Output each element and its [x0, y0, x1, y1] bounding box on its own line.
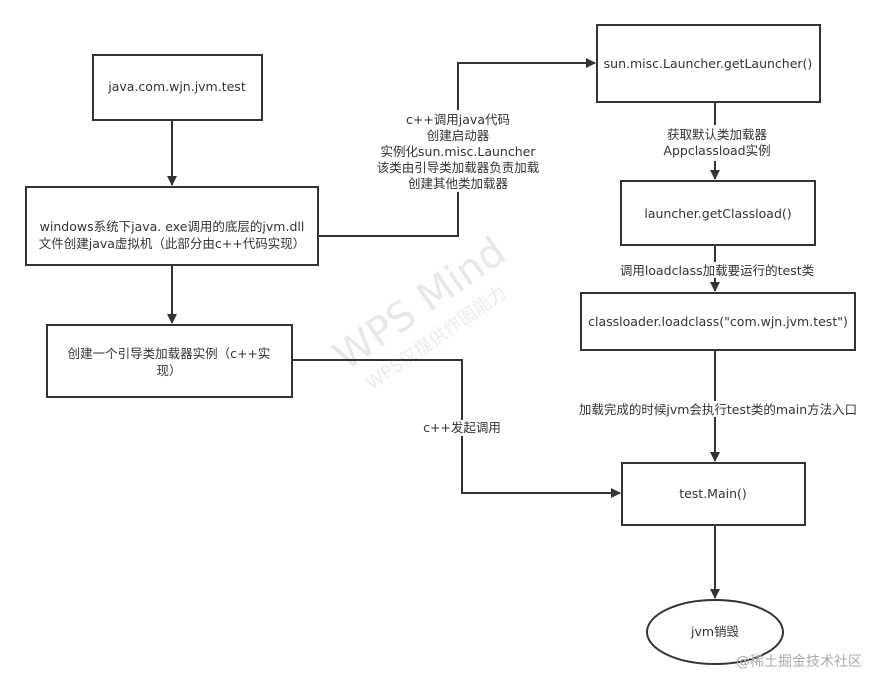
edge-label-cpp-call-java: c++调用java代码 创建启动器 实例化sun.misc.Launcher 该…: [377, 110, 540, 192]
node-get-classload[interactable]: launcher.getClassload(): [620, 180, 816, 246]
svg-text:创建启动器: 创建启动器: [427, 128, 490, 143]
node-destroy[interactable]: jvm销毁: [646, 599, 784, 665]
svg-text:classloader.loadclass("com.wjn: classloader.loadclass("com.wjn.jvm.test"…: [588, 314, 848, 329]
svg-text:实例化sun.misc.Launcher: 实例化sun.misc.Launcher: [381, 144, 537, 159]
svg-text:java.com.wjn.jvm.test: java.com.wjn.jvm.test: [107, 79, 246, 94]
node-bootstrap[interactable]: 创建一个引导类加载器实例（c++实 现）: [46, 324, 293, 398]
svg-text:创建其他类加载器: 创建其他类加载器: [408, 176, 509, 191]
svg-text:创建一个引导类加载器实例（c++实: 创建一个引导类加载器实例（c++实: [68, 346, 271, 361]
node-main[interactable]: test.Main(): [621, 462, 806, 526]
svg-text:Appclassload实例: Appclassload实例: [663, 143, 770, 158]
edge-label-load-done: 加载完成的时候jvm会执行test类的main方法入口: [572, 401, 864, 417]
svg-text:test.Main(): test.Main(): [679, 486, 747, 501]
svg-text:现）: 现）: [156, 363, 181, 378]
node-loadclass[interactable]: classloader.loadclass("com.wjn.jvm.test"…: [580, 292, 856, 351]
svg-text:获取默认类加载器: 获取默认类加载器: [667, 127, 768, 142]
footer-credit: @稀土掘金技术社区: [736, 654, 862, 670]
svg-text:launcher.getClassload(): launcher.getClassload(): [644, 206, 791, 221]
node-jvm-create[interactable]: windows系统下java. exe调用的底层的jvm.dll 文件创建jav…: [25, 186, 319, 266]
svg-text:windows系统下java. exe调用的底层的jvm.d: windows系统下java. exe调用的底层的jvm.dll: [40, 219, 305, 234]
svg-text:文件创建java虚拟机（此部分由c++代码实现）: 文件创建java虚拟机（此部分由c++代码实现）: [39, 236, 306, 251]
svg-text:加载完成的时候jvm会执行test类的main方法入口: 加载完成的时候jvm会执行test类的main方法入口: [579, 402, 857, 417]
node-start[interactable]: java.com.wjn.jvm.test: [92, 54, 263, 121]
svg-text:c++调用java代码: c++调用java代码: [406, 112, 510, 127]
edge-label-call-loadclass: 调用loadclass加载要运行的test类: [615, 262, 820, 278]
svg-text:c++发起调用: c++发起调用: [423, 420, 501, 435]
svg-text:sun.misc.Launcher.getLauncher(: sun.misc.Launcher.getLauncher(): [604, 56, 813, 71]
svg-text:该类由引导类加载器负责加载: 该类由引导类加载器负责加载: [377, 160, 540, 175]
watermark: WPS Mind WPS仅提供作图能力: [326, 228, 515, 394]
svg-text:jvm销毁: jvm销毁: [690, 624, 740, 639]
edge-label-cpp-invoke: c++发起调用: [422, 420, 502, 436]
svg-text:调用loadclass加载要运行的test类: 调用loadclass加载要运行的test类: [620, 263, 815, 278]
node-get-launcher[interactable]: sun.misc.Launcher.getLauncher(): [596, 24, 821, 103]
edge-label-default-loader: 获取默认类加载器 Appclassload实例: [660, 125, 772, 161]
